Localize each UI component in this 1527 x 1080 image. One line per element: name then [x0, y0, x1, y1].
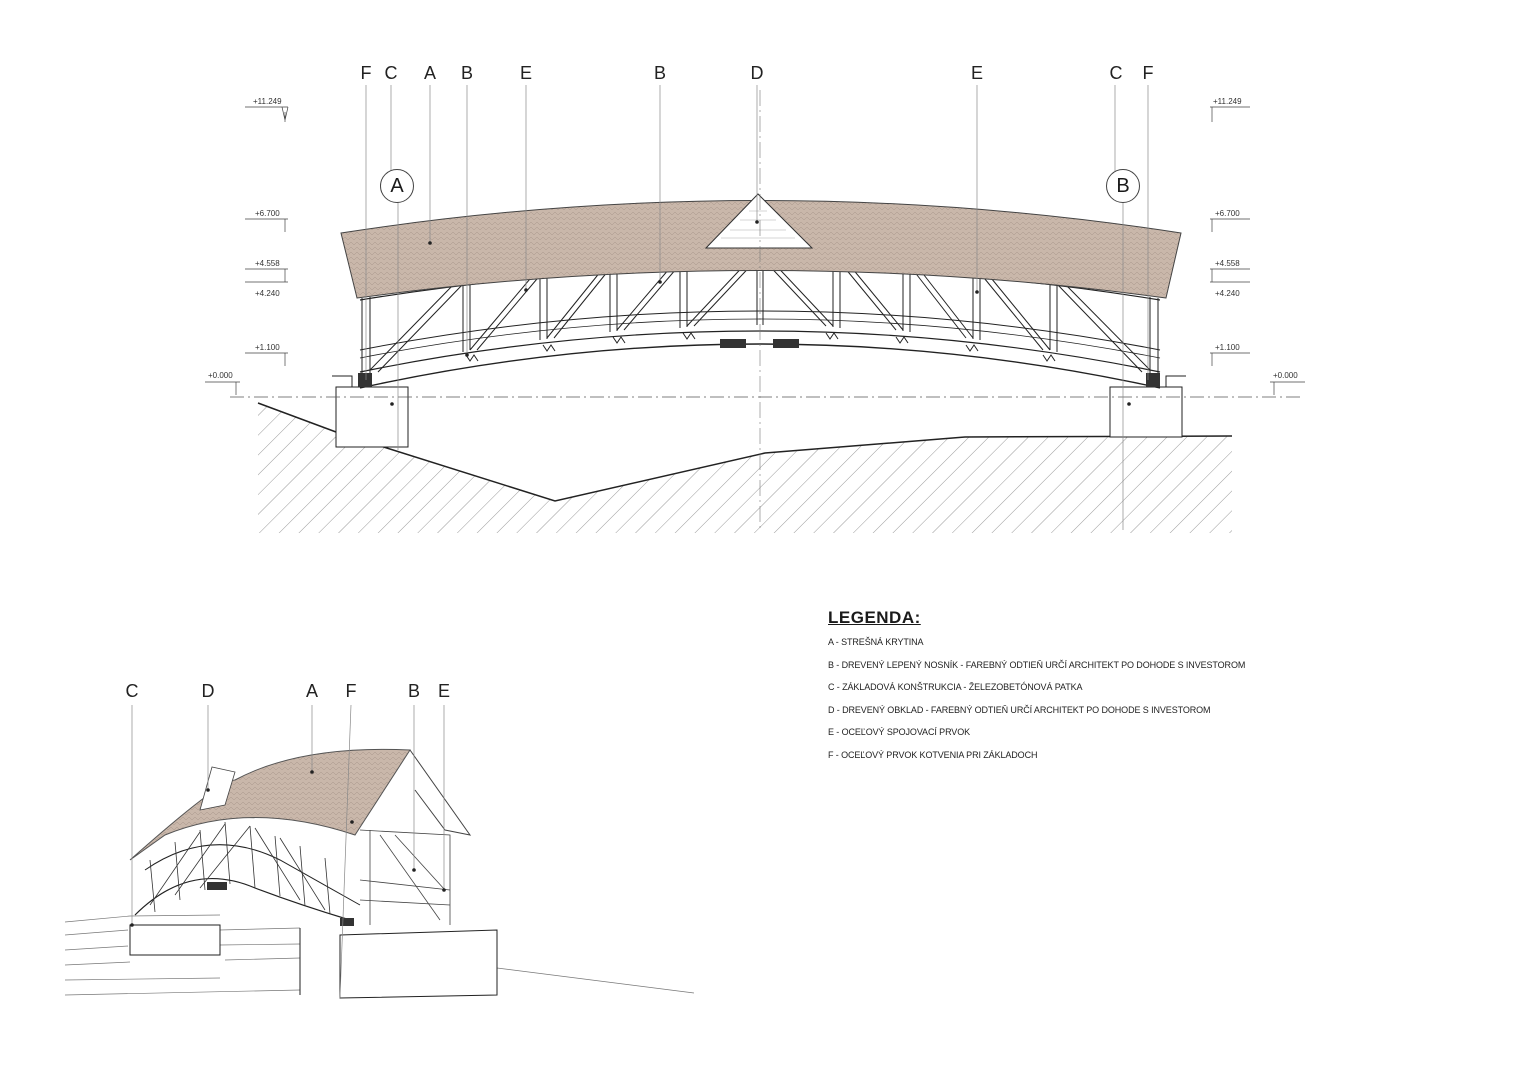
legend: LEGENDA: A - STREŠNÁ KRYTINA B - DREVENÝ…	[828, 608, 1245, 773]
ground-section	[258, 403, 1232, 533]
callout-c-right: C	[1109, 63, 1123, 83]
elevation-view	[205, 85, 1305, 533]
level-left-1100: +1.100	[255, 343, 280, 352]
roof-covering	[340, 200, 1182, 299]
section-mark-a: A	[380, 169, 414, 203]
gable-cladding	[704, 193, 814, 249]
level-left-4558: +4.558	[255, 259, 280, 268]
level-right-4558: +4.558	[1215, 259, 1240, 268]
callout-f-left: F	[360, 63, 372, 83]
perspective-roof	[129, 748, 411, 861]
callout-a: A	[423, 63, 437, 83]
level-left-6700: +6.700	[255, 209, 280, 218]
level-right-6700: +6.700	[1215, 209, 1240, 218]
legend-item-d: D - DREVENÝ OBKLAD - FAREBNÝ ODTIEŇ URČÍ…	[828, 704, 1211, 715]
callout-f-right: F	[1142, 63, 1154, 83]
callout-e-right: E	[970, 63, 984, 83]
level-right-11249: +11.249	[1213, 97, 1242, 106]
posts	[361, 258, 1159, 376]
legend-item-e: E - OCEĽOVÝ SPOJOVACÍ PRVOK	[828, 727, 971, 737]
callout-b-left: B	[460, 63, 474, 83]
level-right-0000: +0.000	[1273, 371, 1298, 380]
legend-title: LEGENDA:	[828, 608, 921, 627]
level-right-1100: +1.100	[1215, 343, 1240, 352]
level-markers-left	[205, 106, 289, 395]
persp-callout-b: B	[407, 681, 421, 701]
level-left-4240: +4.240	[255, 289, 280, 298]
left-foundation	[335, 386, 409, 448]
level-markers-right	[1210, 106, 1305, 395]
legend-item-c: C - ZÁKLADOVÁ KONŠTRUKCIA - ŽELEZOBETÓNO…	[828, 682, 1083, 692]
level-right-4240: +4.240	[1215, 289, 1240, 298]
legend-item-f: F - OCEĽOVÝ PRVOK KOTVENIA PRI ZÁKLADOCH	[828, 749, 1038, 760]
persp-callout-e: E	[437, 681, 451, 701]
steel-connectors	[465, 332, 1056, 362]
level-left-11249: +11.249	[253, 97, 282, 106]
persp-callout-d: D	[201, 681, 215, 701]
section-mark-b: B	[1106, 169, 1140, 203]
level-left-0000: +0.000	[208, 371, 233, 380]
callout-c-left: C	[384, 63, 398, 83]
persp-callout-a: A	[305, 681, 319, 701]
perspective-view	[64, 704, 695, 999]
right-foundation	[1109, 386, 1183, 438]
terrain-line	[257, 402, 1233, 502]
legend-item-b: B - DREVENÝ LEPENÝ NOSNÍK - FAREBNÝ ODTI…	[828, 659, 1246, 670]
callout-d: D	[750, 63, 764, 83]
leader-lines	[365, 85, 1149, 530]
persp-callout-c: C	[125, 681, 139, 701]
persp-callout-f: F	[345, 681, 357, 701]
legend-item-a: A - STREŠNÁ KRYTINA	[828, 637, 924, 647]
callout-e-left: E	[519, 63, 533, 83]
callout-b-center: B	[653, 63, 667, 83]
